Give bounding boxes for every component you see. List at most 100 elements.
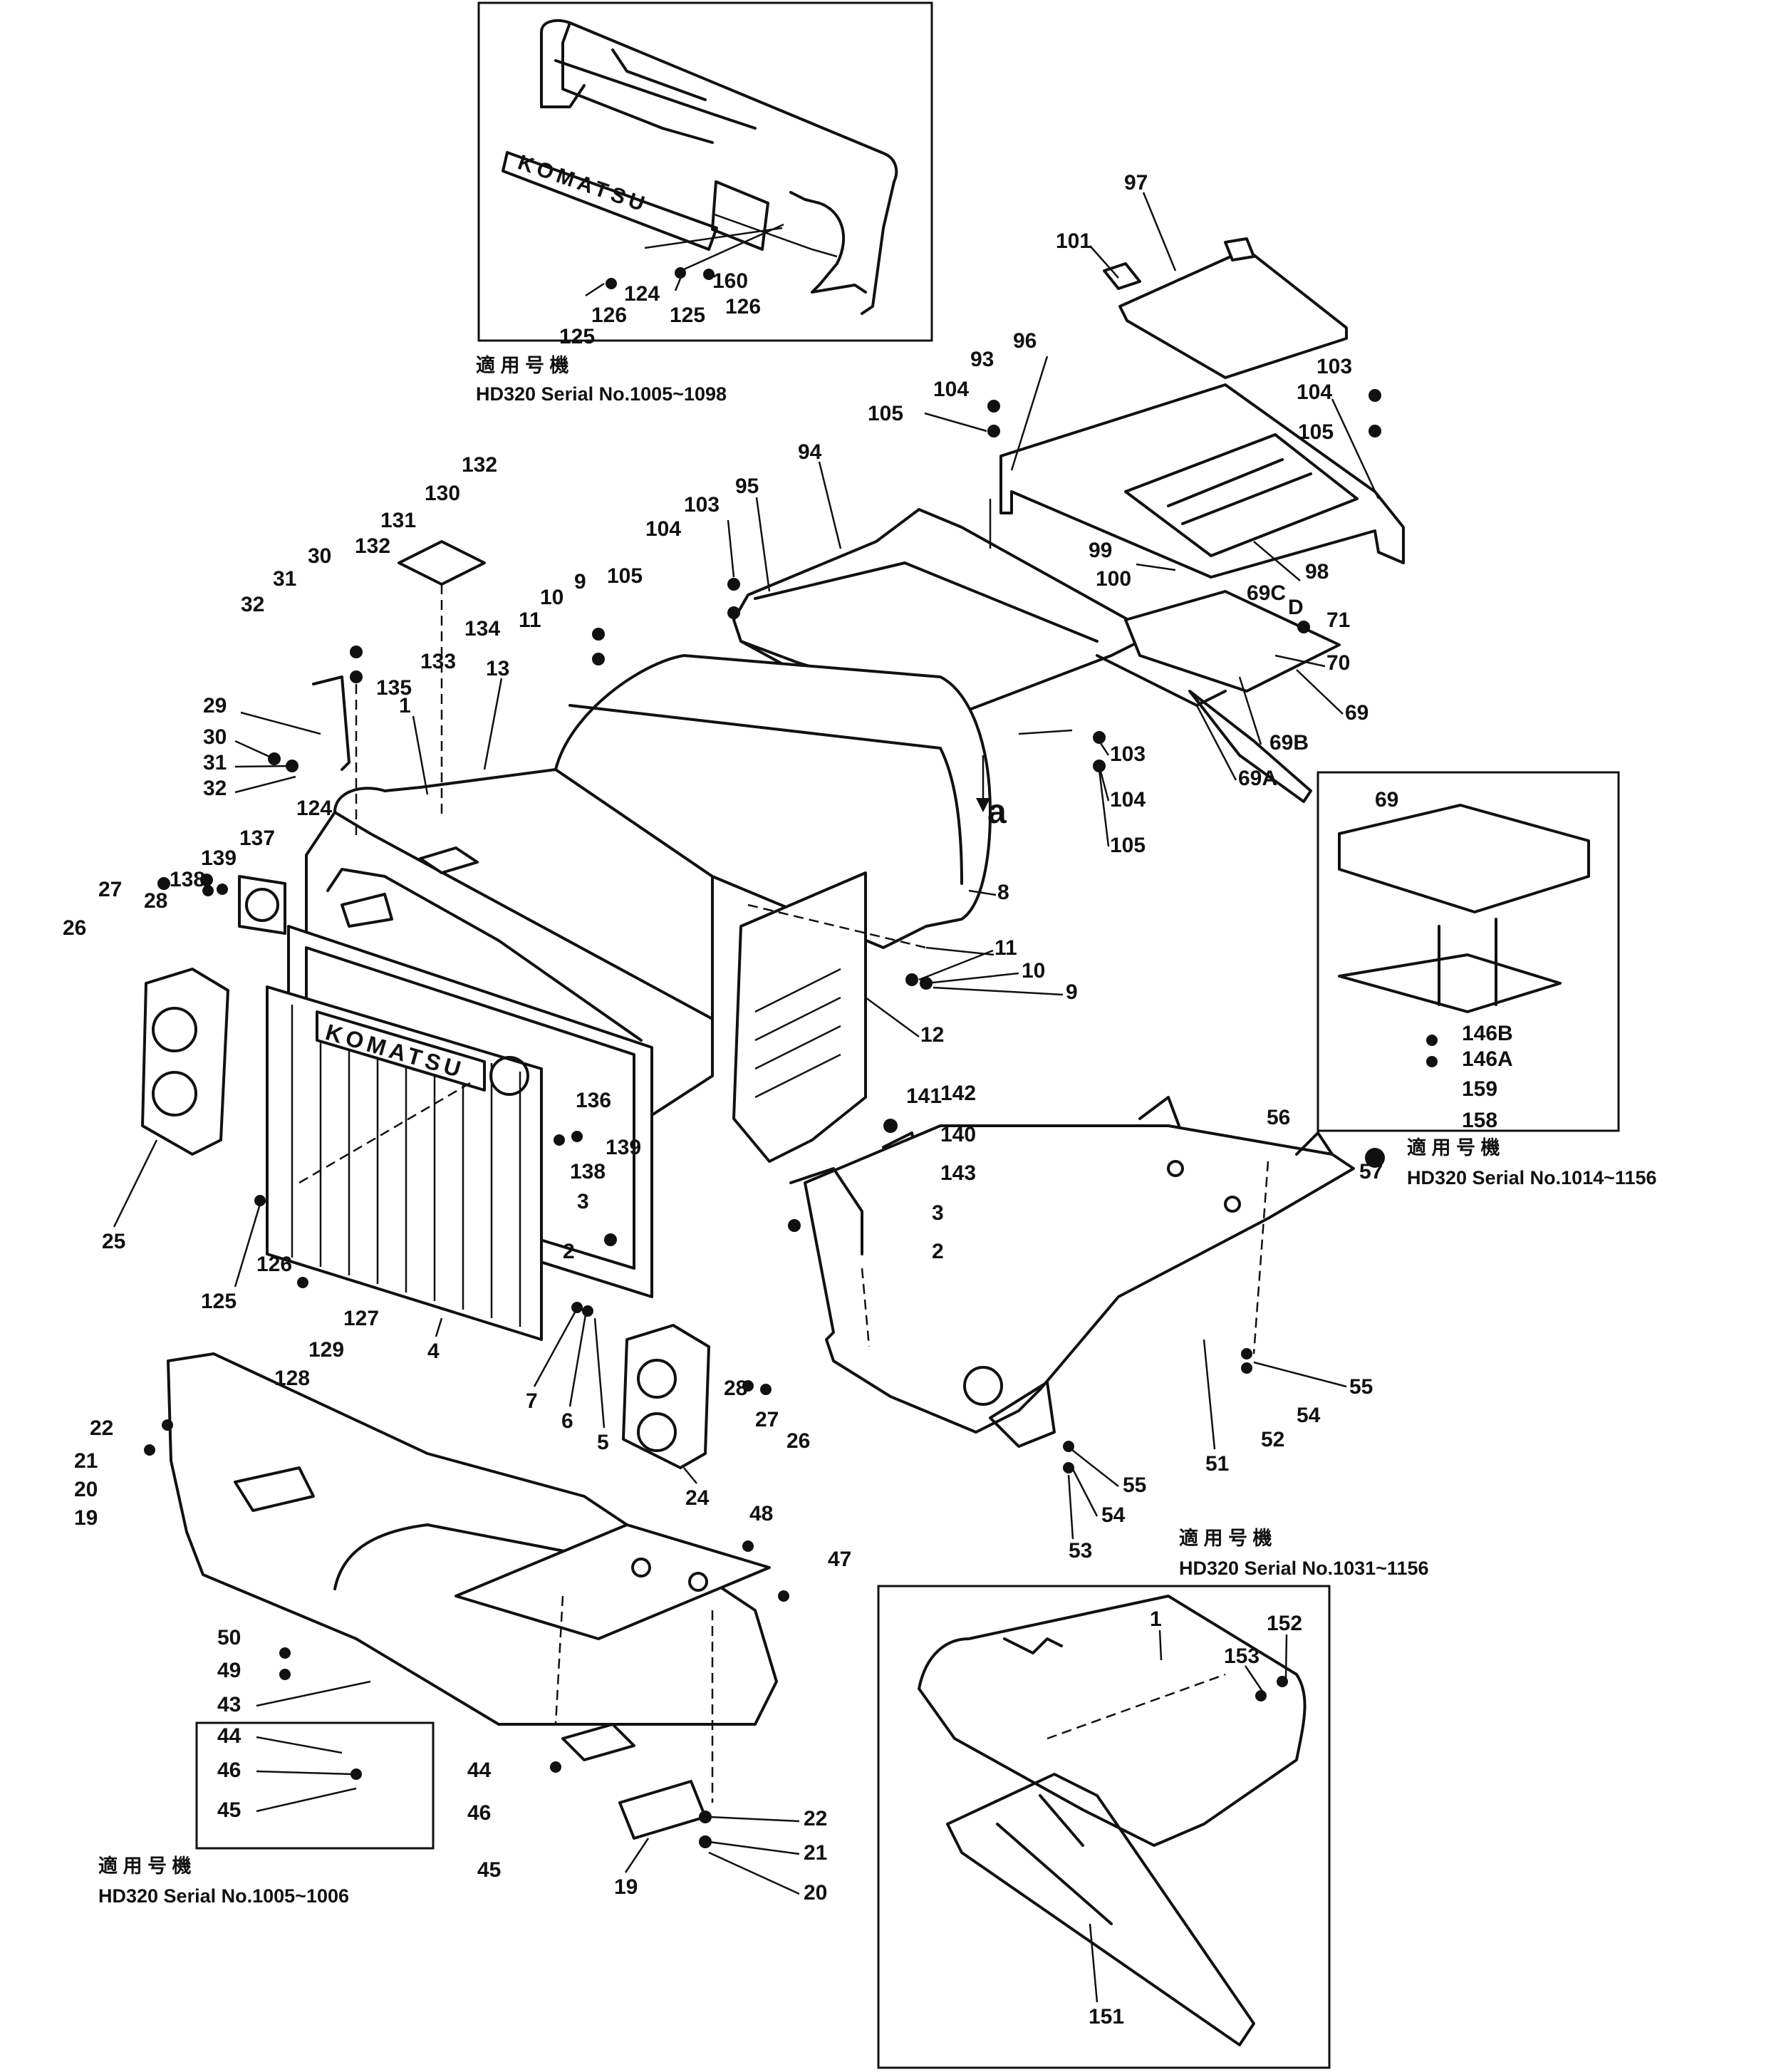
part-label: 126 bbox=[591, 304, 627, 327]
radiator-grille-4: KOMATSU bbox=[266, 985, 543, 1341]
inset-caption-middle-jp: 適 用 号 機 bbox=[1179, 1527, 1272, 1549]
part-label: 31 bbox=[203, 751, 227, 775]
part-label: 28 bbox=[144, 889, 167, 913]
part-label: 1 bbox=[399, 694, 411, 718]
part-label: 9 bbox=[1066, 980, 1078, 1004]
cover-plate-97 bbox=[1103, 237, 1348, 379]
part-label: 105 bbox=[607, 564, 643, 588]
part-label: 52 bbox=[1261, 1428, 1284, 1451]
part-label: 57 bbox=[1359, 1160, 1383, 1183]
part-label: 13 bbox=[486, 657, 509, 680]
part-label: 136 bbox=[576, 1089, 611, 1112]
part-label: 100 bbox=[1096, 567, 1131, 591]
part-label: 105 bbox=[868, 402, 903, 425]
part-label: 46 bbox=[467, 1801, 491, 1825]
part-label: 69 bbox=[1375, 788, 1398, 812]
part-label: 129 bbox=[308, 1338, 344, 1362]
part-label: 43 bbox=[217, 1693, 241, 1716]
part-label: 133 bbox=[420, 650, 456, 673]
part-label: 126 bbox=[725, 295, 761, 318]
part-label: 53 bbox=[1069, 1539, 1092, 1563]
part-label: 160 bbox=[712, 269, 748, 293]
part-label: 159 bbox=[1462, 1077, 1497, 1101]
part-label: 97 bbox=[1124, 171, 1148, 195]
part-label: 27 bbox=[755, 1408, 779, 1431]
round-cover-137-136 bbox=[238, 875, 529, 1096]
part-label: 128 bbox=[274, 1367, 310, 1390]
part-label: 69B bbox=[1269, 731, 1309, 755]
bracket-29 bbox=[312, 675, 350, 771]
part-label: 143 bbox=[940, 1161, 976, 1185]
part-label: 20 bbox=[804, 1881, 827, 1905]
floor-plate-51 bbox=[789, 1096, 1355, 1448]
part-label: 94 bbox=[798, 440, 822, 464]
inset-box-bottom-left bbox=[195, 1721, 435, 1850]
part-label: 19 bbox=[74, 1506, 98, 1530]
part-label: 27 bbox=[98, 878, 122, 901]
part-label: 126 bbox=[256, 1253, 292, 1276]
part-label: 51 bbox=[1205, 1452, 1229, 1476]
part-label: 124 bbox=[624, 282, 660, 306]
inset-box-middle bbox=[877, 1585, 1331, 2069]
part-label: 70 bbox=[1326, 651, 1350, 675]
part-label: 158 bbox=[1462, 1109, 1497, 1132]
inset-caption-right-serial: HD320 Serial No.1014~1156 bbox=[1407, 1167, 1657, 1188]
part-label: 140 bbox=[940, 1123, 976, 1146]
part-label: 98 bbox=[1305, 560, 1329, 584]
inset-caption-top-left-serial: HD320 Serial No.1005~1098 bbox=[476, 383, 727, 405]
part-label: 11 bbox=[519, 608, 541, 632]
part-label: 10 bbox=[540, 586, 564, 609]
part-label: 127 bbox=[343, 1307, 379, 1330]
part-label: 26 bbox=[786, 1429, 810, 1453]
hood-side-panel-8 bbox=[554, 654, 992, 949]
part-label: 137 bbox=[239, 827, 275, 850]
part-label: 104 bbox=[645, 517, 681, 541]
part-label: 30 bbox=[203, 725, 227, 749]
part-label: 152 bbox=[1267, 1612, 1302, 1635]
part-label: 12 bbox=[920, 1023, 944, 1047]
part-label: 32 bbox=[241, 593, 264, 616]
part-label: 99 bbox=[1089, 539, 1112, 562]
part-label: 48 bbox=[749, 1502, 773, 1525]
part-label: 146B bbox=[1462, 1022, 1513, 1045]
part-label: 3 bbox=[932, 1201, 944, 1225]
part-label: 104 bbox=[933, 378, 969, 401]
part-label: 45 bbox=[217, 1798, 241, 1822]
part-label: 146A bbox=[1462, 1047, 1513, 1071]
label-leaders bbox=[113, 192, 1347, 2003]
part-label: 141 bbox=[906, 1084, 942, 1108]
part-label: 46 bbox=[217, 1758, 241, 1782]
part-label: 132 bbox=[462, 453, 497, 477]
hood-side-inset-69 bbox=[1096, 590, 1341, 803]
part-label: 96 bbox=[1013, 329, 1037, 353]
part-label: 55 bbox=[1123, 1473, 1146, 1497]
part-label: 2 bbox=[932, 1240, 944, 1263]
part-label: 6 bbox=[561, 1409, 573, 1433]
bracket-130 bbox=[398, 540, 486, 586]
part-label: 32 bbox=[203, 777, 227, 800]
part-label: 45 bbox=[477, 1858, 501, 1882]
part-label: 4 bbox=[427, 1340, 440, 1363]
part-label: 101 bbox=[1056, 229, 1091, 253]
inset-hood-drawing-top-left: KOMATSU bbox=[502, 19, 898, 315]
part-label: 105 bbox=[1298, 420, 1334, 444]
part-label: 19 bbox=[614, 1875, 638, 1899]
part-label: 139 bbox=[201, 846, 237, 870]
part-label: 69 bbox=[1345, 701, 1368, 725]
part-label: 9 bbox=[574, 570, 586, 594]
part-label: 55 bbox=[1349, 1375, 1373, 1399]
part-label: 69A bbox=[1238, 767, 1277, 790]
part-label: 3 bbox=[577, 1190, 589, 1213]
part-label: 21 bbox=[804, 1841, 827, 1865]
part-label: 125 bbox=[201, 1290, 237, 1313]
inset-hood-drawing-middle bbox=[918, 1595, 1307, 2046]
headlight-housing-24 bbox=[622, 1324, 710, 1469]
part-label: 22 bbox=[90, 1416, 113, 1440]
part-label: 130 bbox=[425, 482, 460, 505]
part-label: 71 bbox=[1326, 608, 1350, 632]
part-label: 142 bbox=[940, 1082, 976, 1105]
part-label: 26 bbox=[63, 916, 86, 940]
leader-lines bbox=[298, 398, 1380, 1803]
part-label: 7 bbox=[526, 1389, 538, 1413]
